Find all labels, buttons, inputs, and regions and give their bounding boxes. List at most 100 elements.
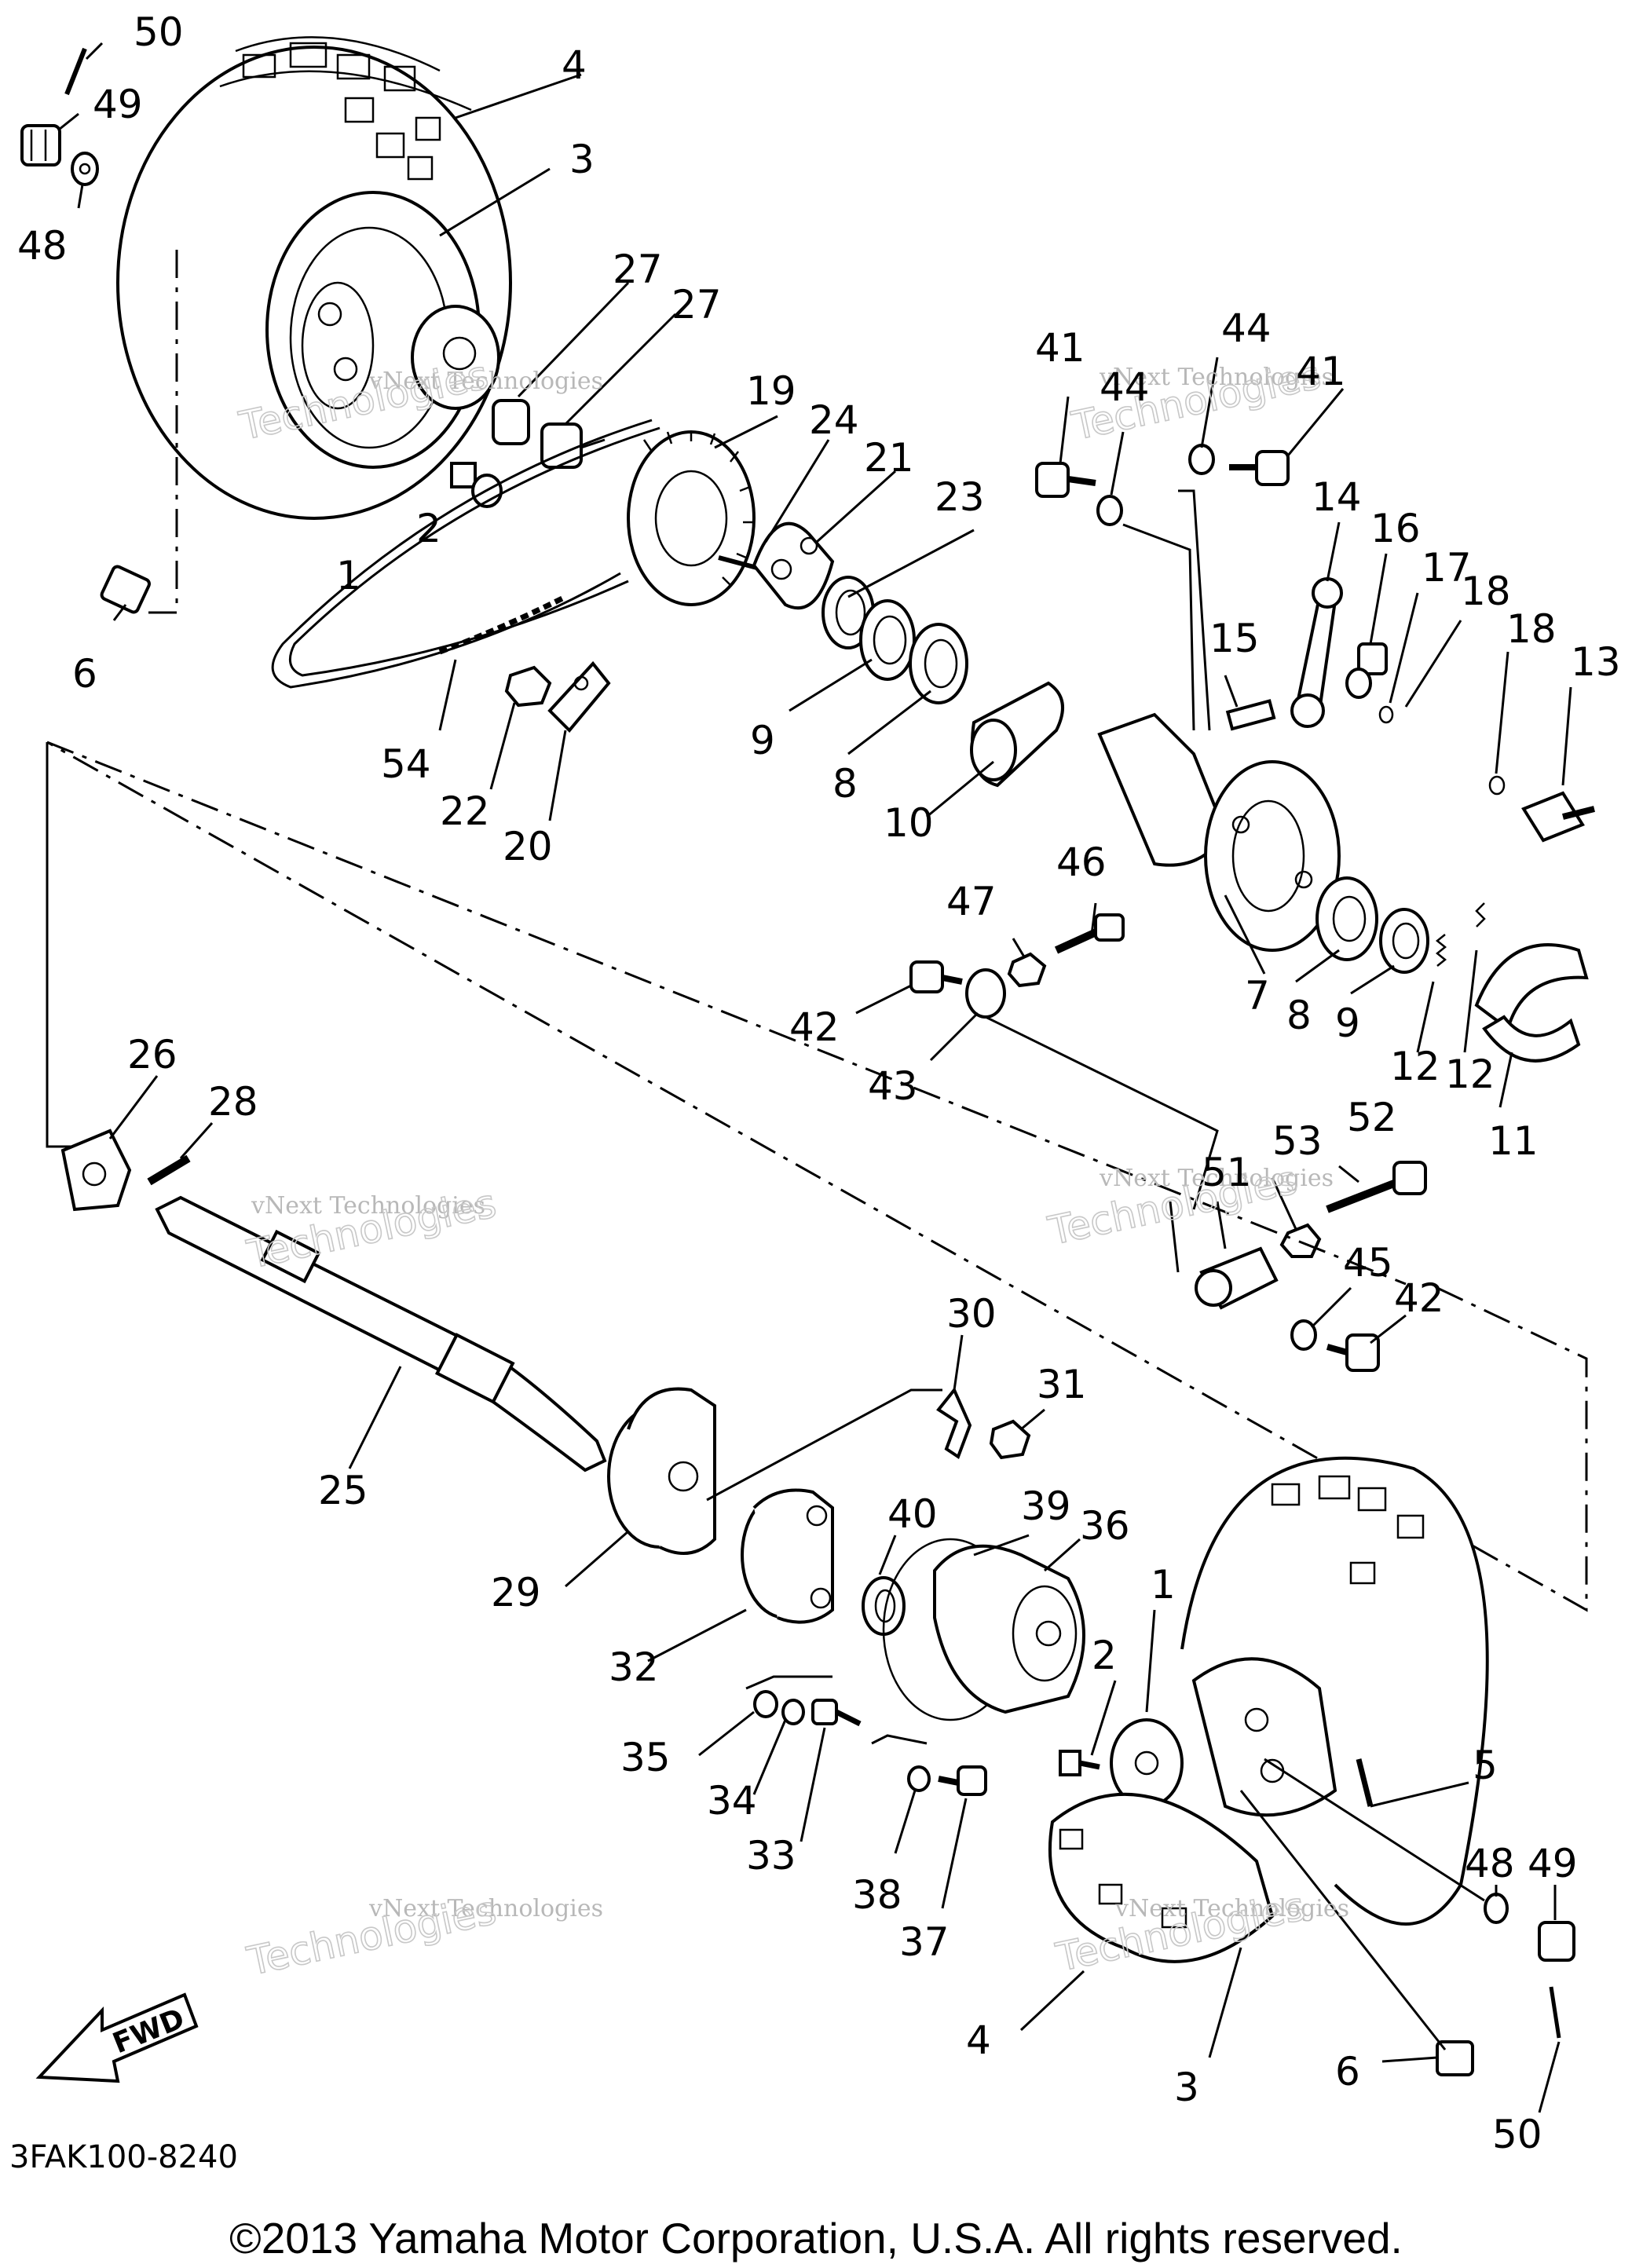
callout-label: 27 <box>671 282 722 327</box>
callout-label: 54 <box>381 741 431 787</box>
castle-nut-right <box>1538 1921 1575 1962</box>
figure-code: 3FAK100-8240 <box>9 2139 238 2175</box>
svg-text:vNext Technologies: vNext Technologies <box>251 1192 485 1220</box>
svg-text:vNext Technologies: vNext Technologies <box>1099 364 1334 391</box>
callout-label: 12 <box>1445 1052 1495 1097</box>
cotter-pin <box>64 47 87 96</box>
brake-drum-cover <box>933 1544 1085 1714</box>
spacer-collar <box>970 681 1064 788</box>
callout-label: 49 <box>1528 1841 1578 1886</box>
callout-label: 6 <box>72 651 97 697</box>
washer-38 <box>907 1765 931 1792</box>
leader-lines <box>58 42 1572 2113</box>
valve-stem <box>1356 1758 1374 1807</box>
plain-washer <box>1096 444 1215 526</box>
callout-label: 48 <box>17 223 68 269</box>
callout-label: 26 <box>127 1032 177 1077</box>
callout-label: 43 <box>868 1063 918 1109</box>
lock-washer-plate <box>547 660 611 733</box>
lug-nut-left <box>100 565 151 614</box>
callout-label: 1 <box>336 553 361 598</box>
callout-label: 20 <box>503 824 553 869</box>
callout-label: 51 <box>1202 1150 1252 1195</box>
callout-label: 44 <box>1100 364 1150 410</box>
return-spring <box>1435 902 1486 967</box>
rear-axle-hub <box>1097 712 1341 952</box>
svg-text:vNext Technologies: vNext Technologies <box>368 1895 603 1922</box>
bolt-37 <box>938 1765 987 1796</box>
wheel-rim-left <box>265 191 481 469</box>
callout-label: 50 <box>134 9 184 55</box>
callout-label: 15 <box>1209 616 1260 661</box>
callout-label: 32 <box>609 1644 659 1690</box>
flange-bolt-mid <box>909 960 963 993</box>
bearing-right <box>1315 876 1378 961</box>
callout-label: 42 <box>789 1004 840 1050</box>
brake-camshaft <box>1521 791 1595 843</box>
callout-label: 50 <box>1492 2112 1542 2157</box>
adjusting-bolt <box>1054 913 1125 954</box>
callout-label: 8 <box>1286 993 1312 1038</box>
callout-label: 53 <box>1272 1118 1323 1164</box>
axle-hub-left <box>60 1129 132 1212</box>
callout-label: 4 <box>562 42 587 88</box>
callout-label: 38 <box>852 1872 902 1918</box>
sprocket-hub <box>752 521 835 610</box>
callout-label: 14 <box>1312 474 1362 520</box>
sprocket <box>627 430 756 606</box>
callout-label: 31 <box>1037 1362 1087 1407</box>
callout-label: 29 <box>491 1570 541 1615</box>
callout-label: 40 <box>887 1491 938 1537</box>
callout-label: 6 <box>1335 2049 1360 2094</box>
callout-label: 17 <box>1422 545 1472 591</box>
callout-label: 23 <box>935 474 985 520</box>
brake-shoe <box>1474 943 1589 1063</box>
oil-seal-right <box>1379 908 1429 974</box>
callout-label: 5 <box>1473 1743 1498 1788</box>
callout-label: 34 <box>707 1778 757 1824</box>
callout-label: 12 <box>1390 1044 1440 1089</box>
washer-right <box>1484 1893 1509 1924</box>
copyright-notice: ©2013 Yamaha Motor Corporation, U.S.A. A… <box>229 2214 1403 2263</box>
callout-label: 42 <box>1394 1275 1444 1321</box>
callout-label: 9 <box>1335 1000 1360 1046</box>
svg-text:vNext Technologies: vNext Technologies <box>1099 1165 1334 1192</box>
callout-label: 48 <box>1465 1841 1515 1886</box>
callout-label: 24 <box>809 397 859 443</box>
svg-text:vNext Technologies: vNext Technologies <box>368 368 603 395</box>
callout-label: 39 <box>1021 1483 1071 1529</box>
adjuster-bolt <box>1326 1161 1427 1213</box>
fwd-arrow: FWD <box>35 1992 199 2083</box>
callout-label: 2 <box>1092 1633 1117 1678</box>
callout-label: 27 <box>613 247 663 292</box>
lock-washer <box>936 1387 972 1460</box>
callout-label: 9 <box>750 718 775 763</box>
cotter-pin-right <box>1549 1986 1561 2039</box>
brake-drum-hub <box>741 1488 834 1624</box>
flange-bolt <box>1035 450 1290 498</box>
callout-label: 10 <box>884 800 934 846</box>
lever-nut <box>1345 642 1388 699</box>
lever-bolt <box>1225 699 1276 731</box>
callout-label: 11 <box>1488 1118 1539 1164</box>
washer-mid <box>1290 1319 1317 1351</box>
lock-washer-34 <box>781 1699 805 1725</box>
callout-label: 18 <box>1506 606 1557 652</box>
rear-axle-shaft <box>155 1195 607 1472</box>
watermark-3: vNext Technologies Technologies <box>243 1180 501 1278</box>
callout-label: 46 <box>1056 840 1107 885</box>
callout-label: 3 <box>1174 2065 1199 2110</box>
callout-label: 37 <box>899 1919 950 1965</box>
svg-text:vNext Technologies: vNext Technologies <box>1114 1895 1349 1922</box>
drive-chain <box>271 419 660 689</box>
brake-cam-lever <box>1290 577 1343 728</box>
callout-label: 7 <box>1245 973 1270 1019</box>
callout-label: 30 <box>946 1291 997 1337</box>
callout-label: 19 <box>746 368 796 414</box>
callout-label: 28 <box>208 1079 258 1125</box>
wheel-hub-left <box>411 305 500 410</box>
callout-label: 22 <box>440 788 490 834</box>
bearing <box>859 599 968 704</box>
callout-label: 2 <box>416 506 441 551</box>
